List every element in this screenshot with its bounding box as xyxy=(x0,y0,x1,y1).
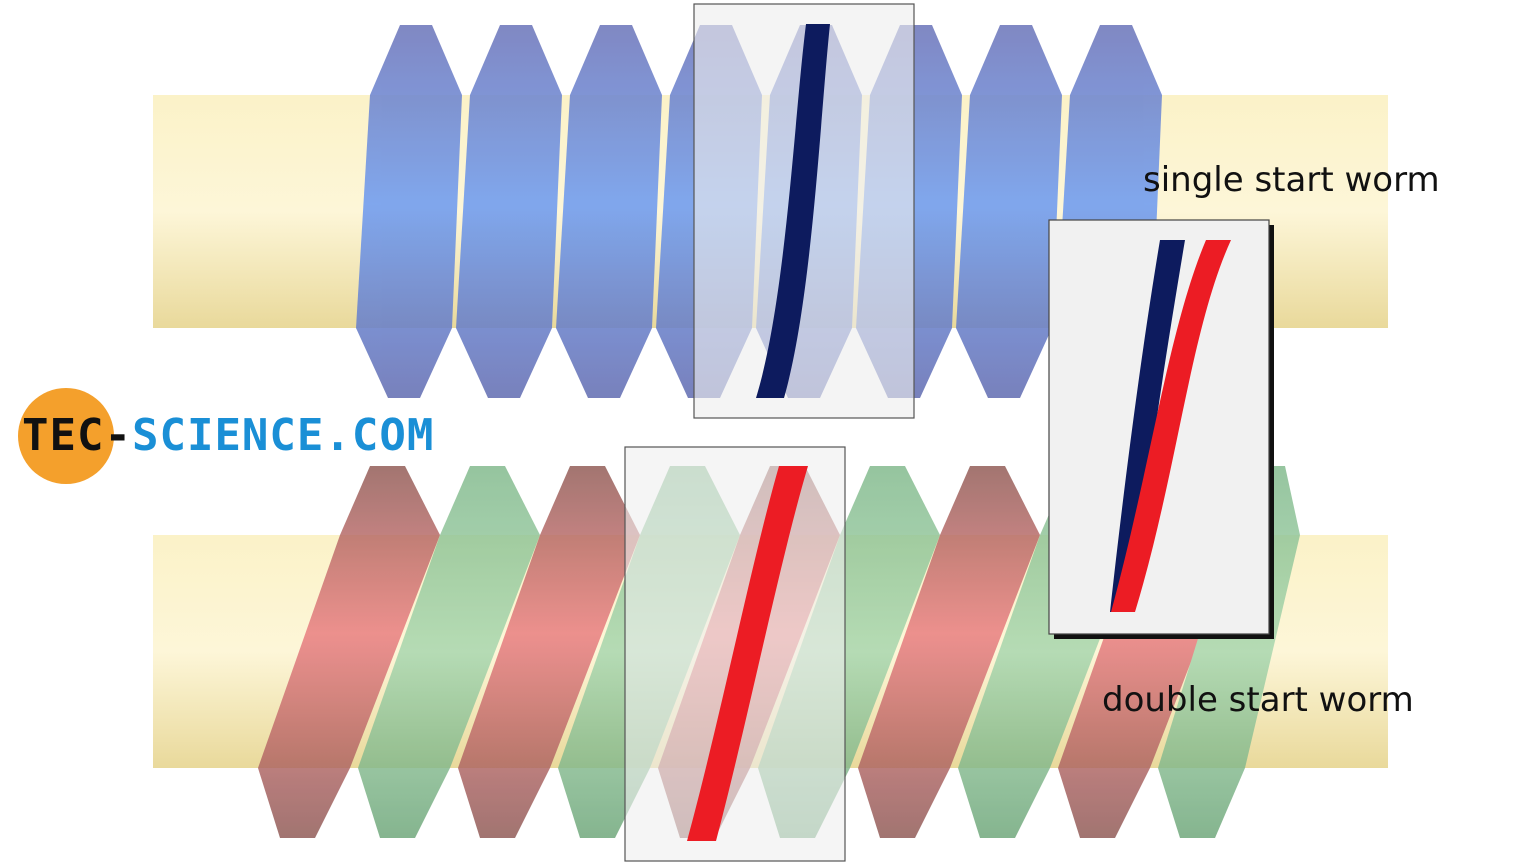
top-thread-3 xyxy=(556,25,662,398)
bottom-lead-window xyxy=(624,446,846,862)
logo-text-part2: SCIENCE.COM xyxy=(131,410,435,461)
top-thread-2 xyxy=(456,25,562,398)
logo-text: TEC-SCIENCE.COM xyxy=(22,410,434,462)
helix-comparison-inset xyxy=(1048,219,1274,639)
logo-text-part1: TEC- xyxy=(22,410,132,461)
red-helix-strip xyxy=(687,466,808,841)
inset-red-helix xyxy=(1111,240,1231,612)
tec-science-logo: TEC-SCIENCE.COM xyxy=(18,388,458,484)
bottom-thread-green-1 xyxy=(358,466,540,838)
double-start-label: double start worm xyxy=(1102,680,1414,720)
inset-navy-helix xyxy=(1110,240,1185,612)
navy-helix-strip xyxy=(756,24,830,398)
bottom-thread-red-1 xyxy=(258,466,440,838)
bottom-thread-red-4 xyxy=(858,466,1040,838)
single-start-label: single start worm xyxy=(1143,160,1440,200)
double-start-worm xyxy=(153,446,1388,862)
logo-circle xyxy=(18,388,114,484)
top-thread-1 xyxy=(356,25,462,398)
single-start-worm xyxy=(153,3,1388,419)
top-lead-window xyxy=(693,3,915,419)
bottom-thread-red-2 xyxy=(458,466,640,838)
top-thread-7 xyxy=(956,25,1062,398)
